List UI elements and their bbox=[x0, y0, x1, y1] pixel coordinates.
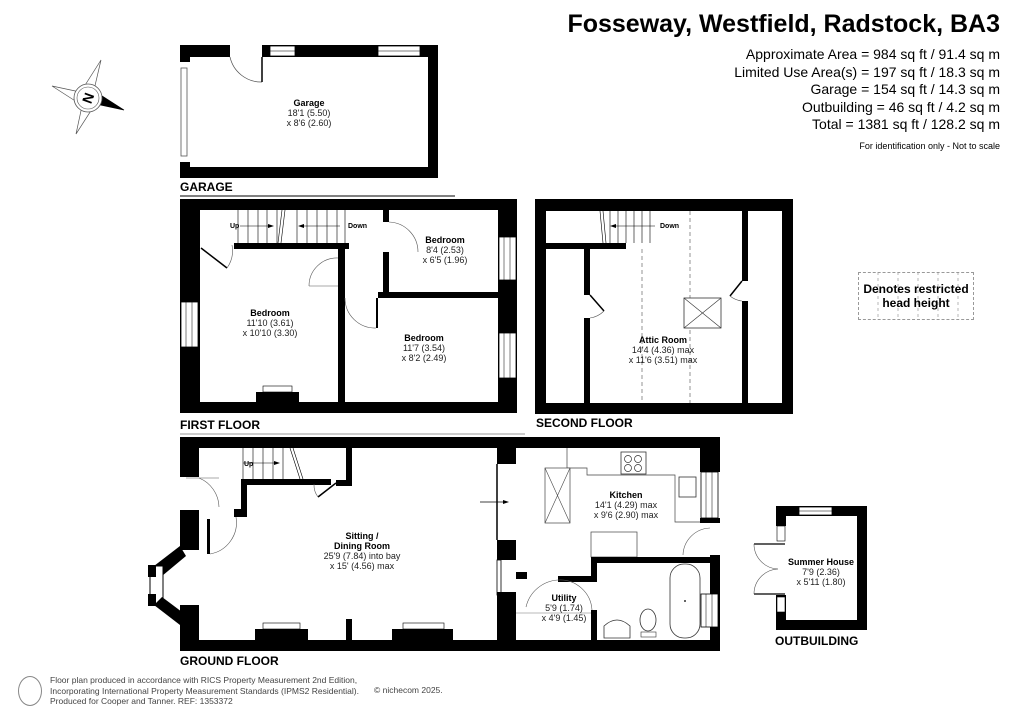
svg-text:x 6'5 (1.96): x 6'5 (1.96) bbox=[423, 255, 468, 265]
svg-text:Bedroom: Bedroom bbox=[404, 333, 444, 343]
svg-text:Up: Up bbox=[244, 461, 253, 468]
svg-text:x 4'9 (1.45): x 4'9 (1.45) bbox=[542, 613, 587, 623]
svg-text:x 11'6 (3.51) max: x 11'6 (3.51) max bbox=[629, 355, 698, 365]
svg-text:8'4 (2.53): 8'4 (2.53) bbox=[426, 245, 464, 255]
footer-notes: Floor plan produced in accordance with R… bbox=[50, 675, 359, 707]
disclaimer: For identification only - Not to scale bbox=[859, 141, 1000, 151]
svg-text:x 15' (4.56) max: x 15' (4.56) max bbox=[330, 561, 395, 571]
svg-text:14'1 (4.29) max: 14'1 (4.29) max bbox=[595, 500, 658, 510]
svg-text:18'1 (5.50): 18'1 (5.50) bbox=[288, 108, 331, 118]
svg-text:x 8'6 (2.60): x 8'6 (2.60) bbox=[287, 118, 332, 128]
svg-text:Summer House: Summer House bbox=[788, 557, 854, 567]
area-total: Total = 1381 sq ft / 128.2 sq m bbox=[812, 116, 1000, 132]
svg-text:x 10'10 (3.30): x 10'10 (3.30) bbox=[243, 328, 298, 338]
area-summary: Approximate Area = 984 sq ft / 91.4 sq m… bbox=[734, 46, 1000, 134]
svg-text:11'7 (3.54): 11'7 (3.54) bbox=[403, 343, 445, 353]
area-outbuilding: Outbuilding = 46 sq ft / 4.2 sq m bbox=[801, 98, 1000, 115]
svg-text:x 9'6 (2.90) max: x 9'6 (2.90) max bbox=[594, 510, 659, 520]
svg-text:Down: Down bbox=[660, 223, 679, 230]
svg-text:x 8'2 (2.49): x 8'2 (2.49) bbox=[402, 353, 447, 363]
svg-text:Bedroom: Bedroom bbox=[425, 235, 465, 245]
compass-north-icon: N bbox=[51, 59, 125, 135]
footer-line-2: Incorporating International Property Mea… bbox=[50, 685, 359, 696]
footer-line-1: Floor plan produced in accordance with R… bbox=[50, 675, 358, 685]
svg-text:GARAGE: GARAGE bbox=[180, 180, 233, 194]
svg-text:Up: Up bbox=[230, 223, 239, 230]
footer-line-3: Produced for Cooper and Tanner. REF: 135… bbox=[50, 696, 233, 706]
svg-text:Utility: Utility bbox=[551, 593, 576, 603]
svg-text:7'9 (2.36): 7'9 (2.36) bbox=[802, 567, 840, 577]
restricted-height-legend-grid bbox=[877, 272, 959, 318]
area-limited-use: Limited Use Area(s) = 197 sq ft / 18.3 s… bbox=[734, 63, 1000, 80]
garage-plan bbox=[179, 44, 438, 178]
svg-text:x 5'11 (1.80): x 5'11 (1.80) bbox=[796, 577, 845, 587]
svg-text:25'9 (7.84) into bay: 25'9 (7.84) into bay bbox=[324, 551, 401, 561]
first-floor-plan bbox=[180, 199, 517, 413]
svg-text:Kitchen: Kitchen bbox=[609, 490, 642, 500]
svg-text:OUTBUILDING: OUTBUILDING bbox=[775, 634, 858, 648]
svg-text:5'9 (1.74): 5'9 (1.74) bbox=[545, 603, 583, 613]
area-garage: Garage = 154 sq ft / 14.3 sq m bbox=[810, 81, 1001, 97]
svg-text:FIRST FLOOR: FIRST FLOOR bbox=[180, 418, 260, 432]
svg-text:14'4 (4.36) max: 14'4 (4.36) max bbox=[632, 345, 695, 355]
svg-text:Attic Room: Attic Room bbox=[639, 335, 687, 345]
restricted-height-legend: Denotes restricted head height bbox=[858, 272, 974, 320]
info-person-icon bbox=[18, 676, 42, 706]
second-floor-plan bbox=[535, 199, 793, 414]
copyright: © nichecom 2025. bbox=[374, 685, 443, 695]
property-title: Fosseway, Westfield, Radstock, BA3 bbox=[567, 10, 1000, 38]
svg-text:SECOND FLOOR: SECOND FLOOR bbox=[536, 416, 633, 430]
ground-floor-plan bbox=[148, 437, 720, 651]
legend-line-2: head height bbox=[882, 296, 950, 310]
svg-text:Down: Down bbox=[348, 223, 367, 230]
area-approximate: Approximate Area = 984 sq ft / 91.4 sq m bbox=[745, 46, 1000, 62]
svg-text:Bedroom: Bedroom bbox=[250, 308, 290, 318]
svg-text:11'10 (3.61): 11'10 (3.61) bbox=[246, 318, 293, 328]
outbuilding-plan bbox=[753, 506, 867, 630]
svg-text:Garage: Garage bbox=[293, 98, 324, 108]
svg-text:Sitting /: Sitting / bbox=[346, 531, 379, 541]
svg-text:GROUND FLOOR: GROUND FLOOR bbox=[180, 654, 279, 668]
legend-line-1: Denotes restricted bbox=[863, 282, 969, 296]
svg-text:Dining Room: Dining Room bbox=[334, 541, 390, 551]
